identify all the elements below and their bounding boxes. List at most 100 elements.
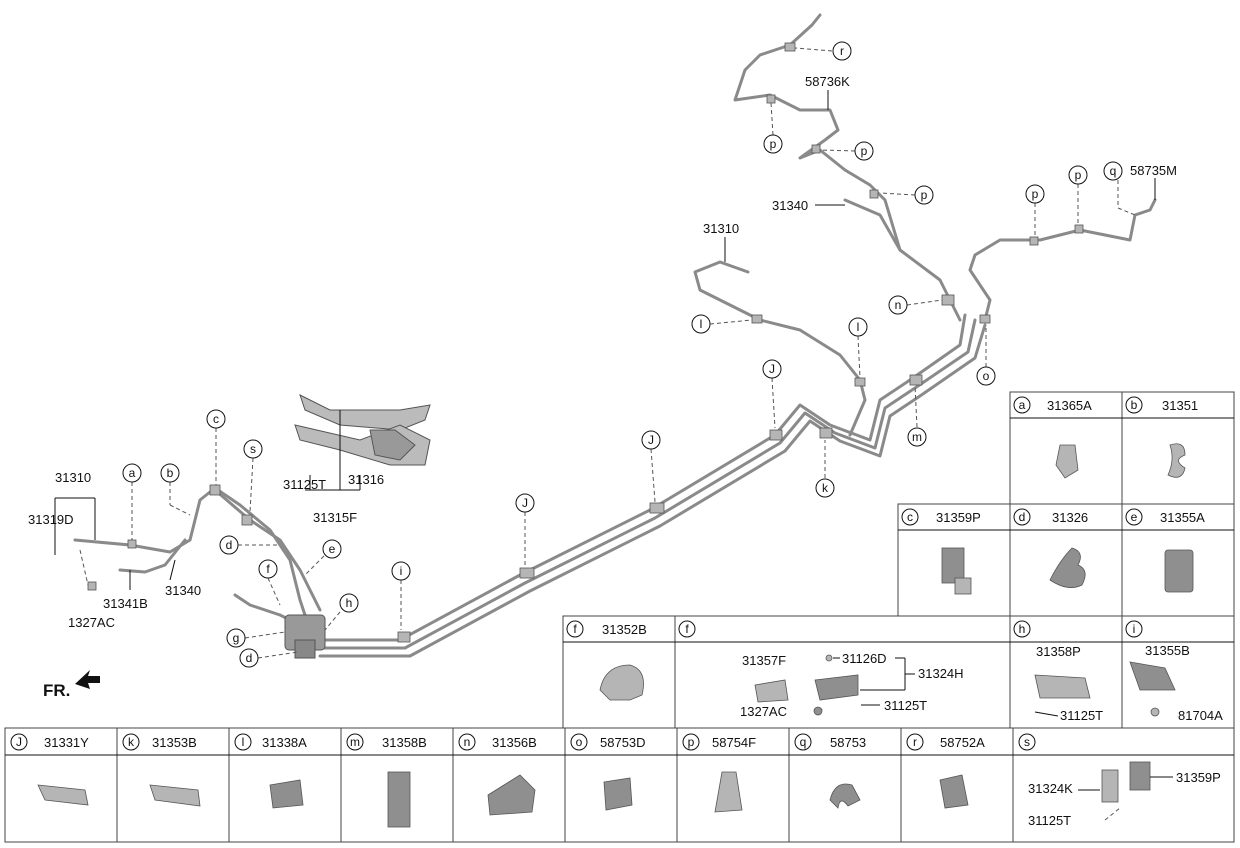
svg-text:k: k [822,481,829,495]
svg-text:o: o [576,735,583,749]
callout-n: n [888,295,908,315]
label-1327ac: 1327AC [68,615,115,630]
svg-text:b: b [1131,398,1138,412]
svg-text:31359P: 31359P [936,510,981,525]
svg-text:b: b [167,466,174,480]
part-number-labels: 31310 31319D 1327AC 31341B 31340 31125T … [28,74,1177,700]
label-31125t-bracket: 31125T [283,477,326,492]
legend-cell-e: e 31355A [1125,508,1205,593]
svg-text:31326: 31326 [1052,510,1088,525]
svg-text:31358P: 31358P [1036,644,1081,659]
callout-i: i [391,561,411,581]
legend-cell-f2: f 31357F 31126D 31324H 1327AC 31125T [678,620,964,719]
svg-text:c: c [213,412,219,426]
svg-text:h: h [346,596,353,610]
svg-text:p: p [921,188,928,202]
svg-text:58754F: 58754F [712,735,756,750]
svg-text:l: l [242,735,245,749]
legend-cell-h: h 31358P 31125T [1013,620,1103,723]
callout-o: o [976,366,996,386]
leader-lines [54,90,1156,590]
legend-cell-l: l 31338A [234,733,307,809]
callout-h: h [339,593,359,613]
legend-cell-d: d 31326 [1013,508,1088,588]
line-clips [87,42,1084,643]
svg-text:d: d [226,538,233,552]
legend-cell-s: s 31324K 31359P 31125T [1018,733,1221,828]
callout-g: g [226,628,246,648]
svg-text:31357F: 31357F [742,653,786,668]
svg-text:i: i [1133,622,1136,636]
front-indicator: FR. [43,681,70,700]
svg-text:58752A: 58752A [940,735,985,750]
label-31310-left: 31310 [55,470,91,485]
svg-text:e: e [1131,510,1138,524]
svg-text:J: J [16,735,22,749]
callout-e: e [322,539,342,559]
callout-b: b [160,463,180,483]
svg-text:81704A: 81704A [1178,708,1223,723]
svg-text:d: d [1019,510,1026,524]
svg-text:g: g [233,631,240,645]
legend-cell-i: i 31355B 81704A [1125,620,1223,723]
svg-text:q: q [1110,164,1117,178]
svg-text:n: n [895,298,902,312]
callout-m: m [907,427,927,447]
callout-p-4: p [1025,184,1045,204]
svg-text:31125T: 31125T [1028,813,1071,828]
svg-text:J: J [522,496,528,510]
svg-text:31324K: 31324K [1028,781,1073,796]
callout-r: r [832,41,852,61]
svg-text:J: J [648,433,654,447]
svg-text:31331Y: 31331Y [44,735,89,750]
svg-text:31125T: 31125T [1060,708,1103,723]
callout-q: q [1103,161,1123,181]
callout-f: f [258,559,278,579]
svg-text:l: l [857,320,860,334]
legend-cell-k: k 31353B [122,733,201,807]
legend-cell-a: a 31365A [1013,396,1092,479]
svg-text:p: p [688,735,695,749]
svg-text:p: p [770,137,777,151]
svg-text:n: n [464,735,471,749]
svg-text:k: k [128,735,135,749]
callout-a: a [122,463,142,483]
legend-cell-b: b 31351 [1125,396,1198,478]
svg-text:31355A: 31355A [1160,510,1205,525]
svg-text:s: s [250,442,256,456]
callout-j-2: J [641,430,661,450]
label-31340-left: 31340 [165,583,201,598]
callout-d-upper: d [219,535,239,555]
label-31340-right: 31340 [772,198,808,213]
svg-text:31353B: 31353B [152,735,197,750]
callout-p-1: p [763,134,783,154]
label-31310-right: 31310 [703,221,739,236]
svg-text:m: m [912,430,922,444]
callout-s: s [243,439,263,459]
svg-text:r: r [913,735,917,749]
legend-cell-f1: f 31352B [566,620,647,701]
callout-l-1: l [691,314,711,334]
svg-text:31355B: 31355B [1145,643,1190,658]
label-58736k: 58736K [805,74,850,89]
legend-cell-p: p 58754F [682,733,756,813]
svg-text:p: p [861,144,868,158]
svg-text:e: e [329,542,336,556]
svg-text:31359P: 31359P [1176,770,1221,785]
svg-text:d: d [246,651,253,665]
legend-cell-o: o 58753D [570,733,646,811]
svg-text:p: p [1075,168,1082,182]
svg-text:l: l [700,317,703,331]
svg-text:31338A: 31338A [262,735,307,750]
svg-text:31125T: 31125T [884,698,927,713]
bracket-31316 [294,394,431,466]
svg-text:q: q [800,735,807,749]
callout-l-2: l [848,317,868,337]
callout-j-1: J [515,493,535,513]
svg-text:r: r [840,44,844,58]
svg-text:p: p [1032,187,1039,201]
legend-cell-r: r 58752A [906,733,985,809]
letter-callouts: a b c s d e f h g d i J J J k l l m n o … [122,41,1123,668]
label-31316: 31316 [348,472,384,487]
